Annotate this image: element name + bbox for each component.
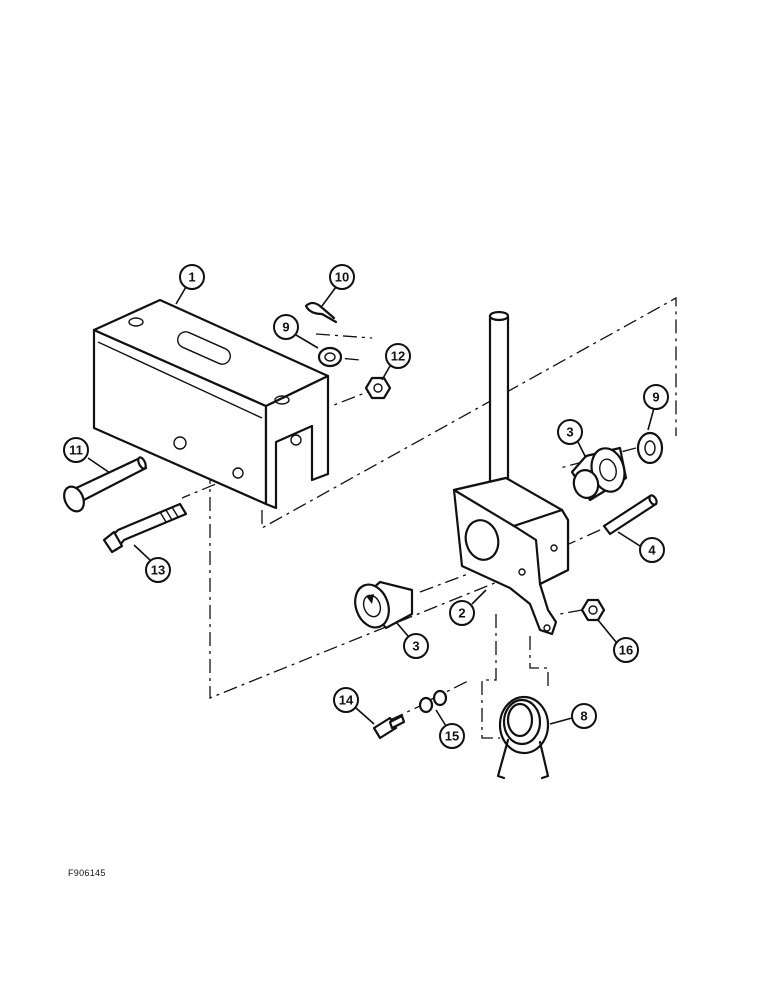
callout-label: 12 bbox=[391, 349, 405, 364]
callout-label: 9 bbox=[652, 390, 659, 405]
callout-label: 9 bbox=[282, 320, 289, 335]
cap-screw bbox=[372, 714, 406, 740]
callout-label: 8 bbox=[580, 709, 587, 724]
leader-lines bbox=[87, 286, 655, 727]
callout-label: 3 bbox=[412, 639, 419, 654]
callout-label: 4 bbox=[648, 543, 656, 558]
callout-label: 1 bbox=[188, 270, 195, 285]
callout-label: 16 bbox=[619, 643, 633, 658]
callout-1: 1 bbox=[179, 264, 205, 290]
callout-label: 14 bbox=[339, 693, 354, 708]
pivot-pin bbox=[63, 456, 148, 513]
bushing-upper bbox=[570, 446, 628, 502]
callout-8: 8 bbox=[571, 703, 597, 729]
flat-washer-right bbox=[636, 431, 664, 465]
channel-bracket bbox=[92, 298, 330, 510]
lock-nut-upper bbox=[364, 376, 392, 400]
cotter-pin bbox=[304, 301, 338, 324]
washer-pair bbox=[418, 689, 448, 714]
callout-10: 10 bbox=[329, 264, 355, 290]
roll-pin bbox=[602, 494, 658, 536]
bolt bbox=[102, 502, 188, 554]
callout-3-upper: 3 bbox=[557, 419, 583, 445]
callout-3-lower: 3 bbox=[403, 633, 429, 659]
callout-label: 2 bbox=[458, 606, 465, 621]
callout-16: 16 bbox=[613, 637, 639, 663]
callout-label: 11 bbox=[69, 443, 83, 458]
callout-11: 11 bbox=[63, 437, 89, 463]
callout-14: 14 bbox=[333, 687, 359, 713]
callout-4: 4 bbox=[639, 537, 665, 563]
callout-9-right: 9 bbox=[643, 384, 669, 410]
callout-15: 15 bbox=[439, 723, 465, 749]
callout-label: 3 bbox=[566, 425, 573, 440]
callout-9-upper: 9 bbox=[273, 314, 299, 340]
callout-12: 12 bbox=[385, 343, 411, 369]
pivot-arm bbox=[452, 310, 570, 636]
callout-label: 10 bbox=[335, 270, 349, 285]
flat-washer-upper bbox=[317, 346, 343, 368]
callout-13: 13 bbox=[145, 557, 171, 583]
bushing-lower bbox=[354, 580, 414, 630]
torsion-spring bbox=[496, 695, 550, 780]
callout-label: 15 bbox=[445, 729, 459, 744]
callout-label: 13 bbox=[151, 563, 165, 578]
callout-2: 2 bbox=[449, 600, 475, 626]
nut-lower bbox=[580, 598, 606, 622]
figure-id: F906145 bbox=[68, 868, 106, 878]
